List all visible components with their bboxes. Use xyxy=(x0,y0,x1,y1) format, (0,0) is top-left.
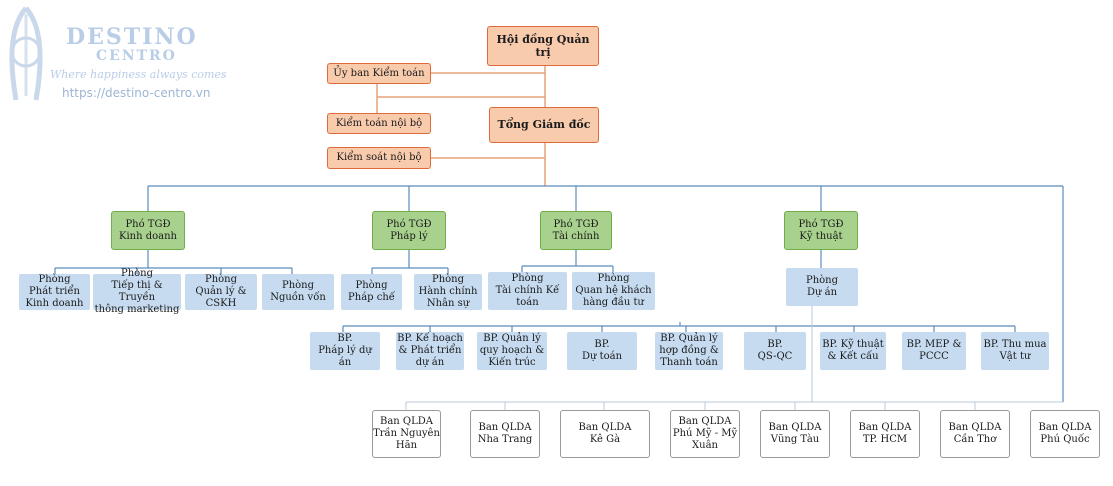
node-dept-hr-label: Phòng Hành chính Nhân sự xyxy=(418,274,478,309)
node-pm-phu-quoc-label: Ban QLDA Phú Quốc xyxy=(1038,422,1092,445)
node-pm-vung-tau-label: Ban QLDA Vũng Tàu xyxy=(768,422,822,445)
node-ceo-label: Tổng Giám đốc xyxy=(497,118,591,132)
node-dept-marketing: Phòng Tiếp thị & Truyền thông marketing xyxy=(93,268,181,315)
watermark-slogan: Where happiness always comes xyxy=(50,68,227,81)
node-pm-phu-my-label: Ban QLDA Phú Mỹ - Mỹ Xuân xyxy=(672,416,738,451)
node-pm-ke-ga: Ban QLDA Kê Gà xyxy=(560,410,650,458)
node-dept-projects-label: Phòng Dự án xyxy=(805,275,839,298)
node-internal-audit-label: Kiểm toán nội bộ xyxy=(335,117,423,129)
node-board: Hội đồng Quản trị xyxy=(487,26,599,66)
node-audit-committee-label: Ủy ban Kiểm toán xyxy=(333,67,425,79)
node-pm-ke-ga-label: Ban QLDA Kê Gà xyxy=(578,422,632,445)
node-bp-contracts: BP. Quản lý hợp đồng & Thanh toán xyxy=(655,332,723,370)
node-bp-estimate-label: BP. Dự toán xyxy=(581,339,623,362)
node-pm-tran-nguyen-han-label: Ban QLDA Trần Nguyên Hãn xyxy=(373,416,440,451)
node-pm-nha-trang: Ban QLDA Nha Trang xyxy=(470,410,540,458)
node-vp-finance-label: Phó TGĐ Tài chính xyxy=(552,218,600,242)
node-vp-business-label: Phó TGĐ Kinh doanh xyxy=(119,218,177,242)
node-vp-legal-label: Phó TGĐ Pháp lý xyxy=(386,218,432,242)
node-board-label: Hội đồng Quản trị xyxy=(496,32,590,59)
node-bp-zoning-label: BP. Quản lý quy hoạch & Kiến trúc xyxy=(479,333,545,368)
logo-emblem-icon xyxy=(9,6,43,101)
node-vp-finance: Phó TGĐ Tài chính xyxy=(540,211,612,250)
node-dept-investor-label: Phòng Quan hệ khách hàng đầu tư xyxy=(575,273,652,308)
node-bp-planning: BP. Kế hoạch & Phát triển dự án xyxy=(396,332,464,370)
node-bp-legal: BP. Pháp lý dự án xyxy=(310,332,380,370)
node-bp-mep-label: BP. MEP & PCCC xyxy=(906,339,962,362)
node-bp-planning-label: BP. Kế hoạch & Phát triển dự án xyxy=(397,333,463,368)
node-vp-legal: Phó TGĐ Pháp lý xyxy=(372,211,446,250)
node-bp-legal-label: BP. Pháp lý dự án xyxy=(318,333,372,368)
node-pm-phu-quoc: Ban QLDA Phú Quốc xyxy=(1030,410,1100,458)
node-bp-qsqc: BP. QS-QC xyxy=(744,332,806,370)
node-bp-zoning: BP. Quản lý quy hoạch & Kiến trúc xyxy=(477,332,547,370)
node-dept-cskh: Phòng Quản lý & CSKH xyxy=(185,274,257,310)
node-dept-business-dev-label: Phòng Phát triển Kinh doanh xyxy=(25,274,84,309)
node-internal-audit: Kiểm toán nội bộ xyxy=(327,113,431,134)
node-bp-purchasing: BP. Thu mua Vật tư xyxy=(981,332,1049,370)
node-ceo: Tổng Giám đốc xyxy=(489,107,599,143)
node-dept-investor: Phòng Quan hệ khách hàng đầu tư xyxy=(572,272,655,310)
node-pm-hcm-label: Ban QLDA TP. HCM xyxy=(858,422,912,445)
node-bp-qsqc-label: BP. QS-QC xyxy=(757,339,793,362)
node-dept-hr: Phòng Hành chính Nhân sự xyxy=(414,274,482,310)
node-bp-estimate: BP. Dự toán xyxy=(567,332,637,370)
node-pm-nha-trang-label: Ban QLDA Nha Trang xyxy=(477,422,533,445)
node-dept-business-dev: Phòng Phát triển Kinh doanh xyxy=(19,274,90,310)
node-dept-accounting: Phòng Tài chính Kế toán xyxy=(488,272,567,310)
node-vp-technical: Phó TGĐ Kỹ thuật xyxy=(784,211,858,250)
node-dept-legal: Phòng Pháp chế xyxy=(341,274,402,310)
watermark-url: https://destino-centro.vn xyxy=(62,86,211,100)
node-internal-control-label: Kiểm soát nội bộ xyxy=(336,152,422,163)
node-bp-purchasing-label: BP. Thu mua Vật tư xyxy=(983,339,1047,362)
watermark-logo: DESTINO CENTRO Where happiness always co… xyxy=(0,0,230,110)
node-pm-can-tho: Ban QLDA Cần Thơ xyxy=(940,410,1010,458)
node-dept-cskh-label: Phòng Quản lý & CSKH xyxy=(195,274,247,309)
node-vp-technical-label: Phó TGĐ Kỹ thuật xyxy=(798,218,844,242)
node-bp-mep: BP. MEP & PCCC xyxy=(902,332,966,370)
node-pm-vung-tau: Ban QLDA Vũng Tàu xyxy=(760,410,830,458)
node-bp-structure-label: BP. Kỹ thuật & Kết cấu xyxy=(822,339,884,362)
node-pm-tran-nguyen-han: Ban QLDA Trần Nguyên Hãn xyxy=(372,410,441,458)
node-dept-accounting-label: Phòng Tài chính Kế toán xyxy=(495,273,560,308)
node-dept-marketing-label: Phòng Tiếp thị & Truyền thông marketing xyxy=(94,268,180,315)
watermark-title: DESTINO xyxy=(66,24,198,50)
node-bp-contracts-label: BP. Quản lý hợp đồng & Thanh toán xyxy=(659,333,719,368)
node-dept-projects: Phòng Dự án xyxy=(786,268,858,306)
node-internal-control: Kiểm soát nội bộ xyxy=(327,147,431,169)
node-pm-hcm: Ban QLDA TP. HCM xyxy=(850,410,920,458)
node-audit-committee: Ủy ban Kiểm toán xyxy=(327,63,431,84)
node-pm-can-tho-label: Ban QLDA Cần Thơ xyxy=(948,422,1002,445)
node-bp-structure: BP. Kỹ thuật & Kết cấu xyxy=(820,332,886,370)
node-dept-capital: Phòng Nguồn vốn xyxy=(262,274,334,310)
watermark-subtitle: CENTRO xyxy=(96,48,177,64)
node-pm-phu-my: Ban QLDA Phú Mỹ - Mỹ Xuân xyxy=(670,410,740,458)
node-dept-capital-label: Phòng Nguồn vốn xyxy=(270,280,326,303)
node-vp-business: Phó TGĐ Kinh doanh xyxy=(111,211,185,250)
node-dept-legal-label: Phòng Pháp chế xyxy=(348,280,395,303)
